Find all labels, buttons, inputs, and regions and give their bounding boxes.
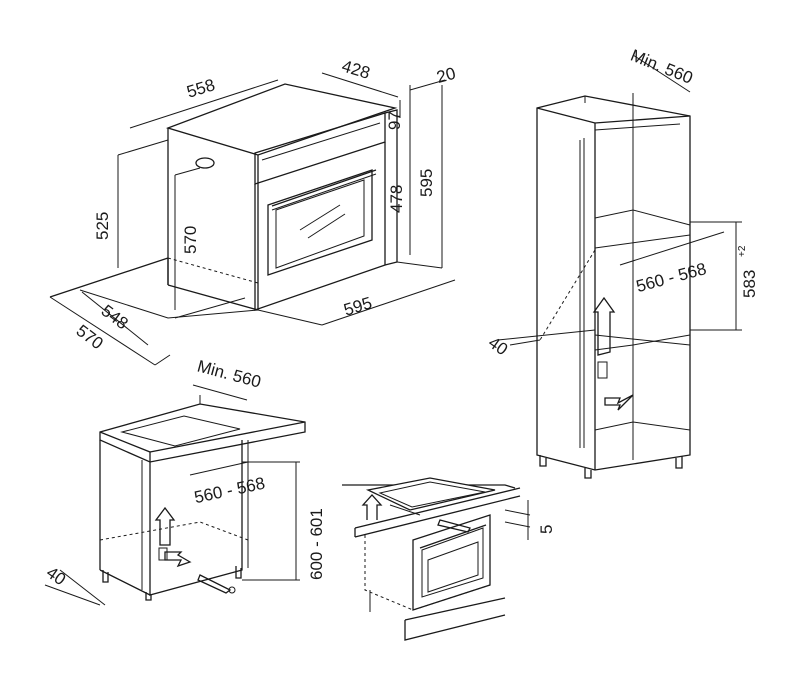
oven-perspective (49, 83, 398, 319)
dim-panel-height: 97 (385, 111, 404, 130)
dim-total-depth: 570 (73, 321, 107, 353)
dim-under-min-depth: Min. 560 (195, 356, 263, 391)
dim-under-niche-width: 560 - 568 (193, 474, 267, 508)
dim-depth-top: 428 (340, 56, 373, 82)
dim-under-niche-height: 600 - 601 (307, 508, 326, 580)
dim-door-depth: 20 (435, 64, 458, 87)
dim-column-niche-height: 583 (740, 270, 759, 298)
hob-oven-assembly (342, 477, 521, 641)
column-cabinet (536, 93, 691, 479)
dim-front-width: 595 (341, 293, 374, 319)
dim-inner-height: 570 (181, 226, 200, 254)
dim-column-min-depth: Min. 560 (628, 46, 696, 88)
column-dimension-lines (497, 54, 742, 346)
dim-height-left: 525 (93, 212, 112, 240)
dim-cavity-height: 478 (387, 185, 406, 213)
oven-dimension-lines (49, 72, 456, 366)
dim-width-top: 558 (184, 75, 217, 101)
dim-column-niche-width: 560 - 568 (634, 259, 708, 296)
dim-column-vent-gap: 40 (485, 333, 511, 359)
dim-total-height: 595 (417, 169, 436, 197)
dim-hob-gap: 5 (537, 525, 556, 534)
hob-dimension-lines (504, 500, 531, 540)
under-counter-cabinet (99, 403, 306, 601)
dim-column-niche-tolerance: +2 (737, 245, 748, 257)
under-counter-dimension-lines (44, 384, 300, 606)
